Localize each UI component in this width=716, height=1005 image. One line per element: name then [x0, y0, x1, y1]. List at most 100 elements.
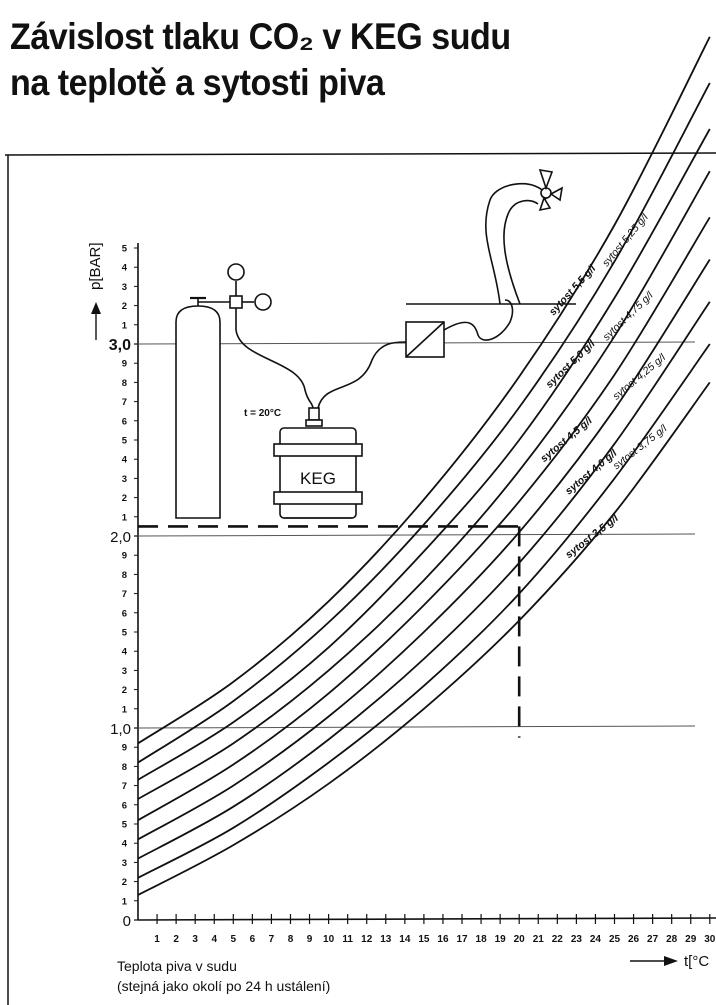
x-tick-label: 1 — [154, 934, 160, 945]
y-minor-tick-label: 2 — [122, 685, 127, 696]
x-tick-label: 17 — [456, 934, 468, 945]
x-tick-label: 18 — [476, 934, 488, 945]
page-title: Závislost tlaku CO₂ v KEG sudu na teplot… — [10, 14, 654, 106]
x-tick-label: 13 — [380, 934, 392, 945]
y-minor-tick-label: 5 — [122, 244, 128, 255]
y-minor-tick-label: 3 — [122, 282, 127, 293]
x-axis-label-note: (stejná jako okolí po 24 h ustálení) — [117, 978, 330, 994]
x-tick-label: 27 — [647, 934, 659, 945]
series-label: sytost 5,0 g/l — [543, 337, 598, 391]
co2-cylinder — [175, 296, 230, 519]
y-minor-tick-label: 2 — [122, 493, 127, 504]
series-label: sytost 3,75 g/l — [611, 422, 670, 472]
y-minor-tick-label: 3 — [122, 858, 127, 869]
series-label: sytost 4,0 g/l — [563, 447, 620, 498]
y-minor-tick-label: 6 — [122, 416, 127, 427]
y-minor-tick-label: 7 — [122, 397, 127, 408]
y-minor-tick-label: 6 — [122, 608, 127, 619]
x-tick-label: 28 — [666, 934, 678, 945]
x-tick-label: 6 — [250, 934, 256, 945]
y-minor-tick-label: 9 — [122, 743, 127, 754]
x-axis-unit: t[°C — [684, 953, 709, 970]
x-tick-label: 5 — [231, 934, 237, 945]
y-minor-tick-label: 4 — [122, 455, 128, 466]
x-tick-label: 3 — [192, 934, 198, 945]
x-tick-label: 25 — [609, 934, 621, 945]
y-minor-tick-label: 1 — [122, 896, 128, 907]
series-line — [137, 216, 711, 821]
y-minor-tick-label: 1 — [122, 320, 128, 331]
y-minor-tick-label: 9 — [122, 359, 127, 370]
example-lookup-lines — [138, 525, 521, 738]
x-tick-label: 20 — [514, 934, 526, 945]
y-major-tick-label: 1,0 — [110, 721, 131, 738]
y-minor-tick-label: 2 — [122, 877, 127, 888]
y-axis-arrow — [91, 302, 101, 340]
y-major-tick-label: 3,0 — [109, 337, 131, 354]
beer-tap-icon — [485, 168, 564, 305]
series-line — [137, 301, 711, 860]
y-axis-label: p[BAR] — [87, 242, 104, 290]
y-minor-tick-label: 4 — [122, 839, 128, 850]
title-line-2: na teplotě a sytosti piva — [10, 62, 385, 103]
temperature-note: t = 20°C — [244, 408, 281, 419]
x-axis-arrow — [630, 956, 678, 966]
y-minor-tick-label: 5 — [122, 436, 128, 447]
y-minor-tick-label: 8 — [122, 762, 127, 773]
series-label: sytost 4,5 g/l — [538, 414, 595, 465]
y-minor-tick-label: 5 — [122, 820, 128, 831]
x-tick-label: 15 — [418, 934, 430, 945]
y-minor-tick-label: 7 — [122, 589, 127, 600]
series-line — [137, 259, 711, 841]
series-line — [137, 381, 711, 896]
x-tick-label: 8 — [288, 934, 294, 945]
x-tick-label: 12 — [361, 934, 373, 945]
x-tick-label: 16 — [437, 934, 449, 945]
x-axis-label: Teplota piva v sudu — [117, 958, 237, 974]
series-label: sytost 5,25 g/l — [600, 211, 651, 269]
cooler-icon — [405, 321, 445, 358]
y-minor-tick-label: 3 — [122, 474, 127, 485]
series-line — [137, 128, 711, 781]
y-minor-tick-label: 1 — [122, 512, 128, 523]
keg-coupler — [305, 407, 323, 427]
series-label: sytost 3,5 g/l — [563, 512, 621, 561]
x-tick-label: 23 — [571, 934, 583, 945]
x-tick-label: 24 — [590, 934, 602, 945]
keg-label: KEG — [300, 469, 336, 488]
x-tick-label: 11 — [342, 934, 353, 945]
x-axis — [137, 917, 716, 921]
reference-line — [137, 725, 696, 729]
gas-hose — [235, 329, 314, 409]
series-label: sytost 5,5 g/l — [547, 262, 599, 318]
x-tick-label: 30 — [704, 934, 716, 945]
y-major-tick-label: 2,0 — [110, 529, 131, 546]
series-line — [137, 82, 711, 764]
x-tick-label: 29 — [685, 934, 697, 945]
series-curves — [137, 36, 711, 896]
pressure-regulator-icon — [227, 263, 272, 330]
y-minor-tick-label: 3 — [122, 666, 127, 677]
beer-hose — [317, 341, 407, 409]
y-minor-tick-label: 9 — [122, 551, 127, 562]
x-tick-label: 10 — [323, 934, 335, 945]
series-line — [137, 170, 711, 800]
y-minor-tick-label: 1 — [122, 704, 128, 715]
x-tick-label: 9 — [307, 934, 313, 945]
x-tick-label: 21 — [533, 934, 545, 945]
y-axis-ticks: 01,02,03,0123456789123456789123456789123… — [109, 244, 138, 930]
y-minor-tick-label: 7 — [122, 781, 127, 792]
y-major-tick-label: 0 — [123, 913, 131, 930]
chart-frame-top — [4, 152, 716, 156]
series-label: sytost 4,75 g/l — [601, 289, 656, 343]
y-minor-tick-label: 5 — [122, 628, 128, 639]
x-tick-label: 4 — [211, 934, 217, 945]
y-minor-tick-label: 8 — [122, 570, 127, 581]
reference-lines — [137, 341, 696, 729]
x-tick-label: 7 — [269, 934, 275, 945]
reference-line — [137, 533, 696, 537]
series-line — [137, 343, 711, 879]
title-line-1: Závislost tlaku CO₂ v KEG sudu — [10, 16, 511, 57]
